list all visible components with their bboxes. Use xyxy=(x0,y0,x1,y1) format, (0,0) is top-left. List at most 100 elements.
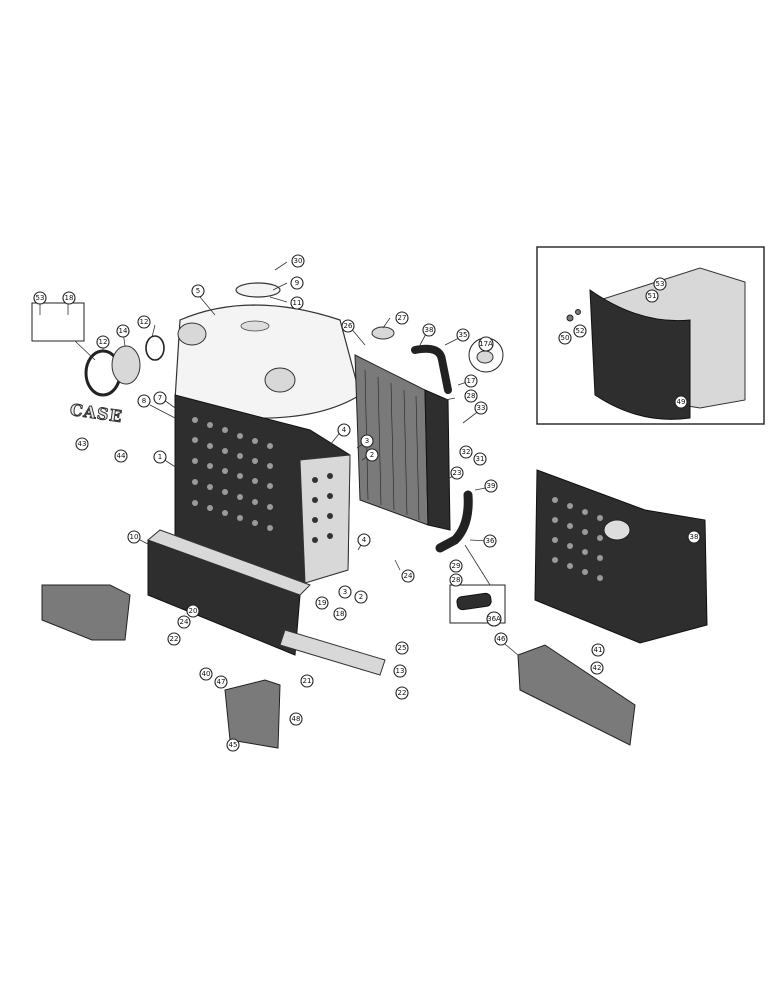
callout-36a: 36A xyxy=(486,611,502,627)
hood-filler-opening xyxy=(240,320,270,332)
callout-46: 46 xyxy=(494,632,508,646)
seal-ring xyxy=(145,335,165,361)
callout-42: 42 xyxy=(590,661,604,675)
svg-text:17A: 17A xyxy=(479,340,493,348)
callout-27: 27 xyxy=(395,311,409,325)
callout-33: 33 xyxy=(474,401,488,415)
callout-13: 13 xyxy=(393,664,407,678)
front-grille-holes xyxy=(192,417,273,531)
callout-47a: 47 xyxy=(214,675,228,689)
callout-39: 39 xyxy=(484,479,498,493)
callout-48: 48 xyxy=(289,712,303,726)
callout-44: 44 xyxy=(114,449,128,463)
case-emblem: CASE xyxy=(69,400,124,426)
svg-text:53: 53 xyxy=(36,294,45,302)
svg-text:52: 52 xyxy=(576,327,585,335)
callout-38b: 38 xyxy=(687,530,701,544)
svg-text:7: 7 xyxy=(158,394,162,402)
callout-2b: 2 xyxy=(354,590,368,604)
svg-text:46: 46 xyxy=(497,635,506,643)
svg-text:38: 38 xyxy=(425,326,434,334)
bolt-inset-frame xyxy=(31,302,85,342)
callout-11: 11 xyxy=(290,296,304,310)
svg-text:13: 13 xyxy=(396,667,405,675)
front-grille-side-holes xyxy=(312,473,333,543)
inset-frame xyxy=(536,246,765,425)
callout-52: 52 xyxy=(573,324,587,338)
svg-text:26: 26 xyxy=(344,322,353,330)
callout-14: 14 xyxy=(116,324,130,338)
svg-text:38: 38 xyxy=(690,533,699,541)
callout-29: 29 xyxy=(449,559,463,573)
svg-text:28: 28 xyxy=(467,392,476,400)
callout-20: 20 xyxy=(186,604,200,618)
callout-1: 1 xyxy=(153,450,167,464)
svg-text:23: 23 xyxy=(453,469,462,477)
svg-text:20: 20 xyxy=(189,607,198,615)
callout-9: 9 xyxy=(290,276,304,290)
inset-shroud-panel xyxy=(589,289,691,420)
svg-text:41: 41 xyxy=(594,646,603,654)
upper-hose xyxy=(411,344,452,394)
callout-4a: 4 xyxy=(337,423,351,437)
svg-text:14: 14 xyxy=(119,327,128,335)
svg-text:50: 50 xyxy=(561,334,570,342)
callout-4b: 4 xyxy=(357,533,371,547)
support-bar xyxy=(279,629,386,676)
inset-washer xyxy=(575,309,581,315)
svg-text:18: 18 xyxy=(65,294,74,302)
svg-text:18: 18 xyxy=(336,610,345,618)
callout-50: 50 xyxy=(558,331,572,345)
callout-3a: 3 xyxy=(360,434,374,448)
callout-17: 17 xyxy=(464,374,478,388)
callout-19: 19 xyxy=(315,596,329,610)
callouts: 30 9 11 5 26 27 38 35 17A 17 53 18 12 14… xyxy=(33,254,701,752)
svg-text:28: 28 xyxy=(452,576,461,584)
svg-text:12: 12 xyxy=(99,338,108,346)
callout-3b: 3 xyxy=(338,585,352,599)
lower-right-bracket xyxy=(517,644,636,746)
callout-35: 35 xyxy=(456,328,470,342)
svg-text:39: 39 xyxy=(487,482,496,490)
callout-32: 32 xyxy=(459,445,473,459)
svg-text:3: 3 xyxy=(343,588,347,596)
svg-text:30: 30 xyxy=(294,257,303,265)
radiator-cap xyxy=(371,326,395,340)
callout-22: 22 xyxy=(167,632,181,646)
callout-7: 7 xyxy=(153,391,167,405)
lower-bumper-top xyxy=(147,529,311,596)
svg-text:22: 22 xyxy=(170,635,179,643)
callout-45: 45 xyxy=(226,738,240,752)
svg-text:10: 10 xyxy=(130,533,139,541)
callout-23: 23 xyxy=(450,466,464,480)
tube-inset-frame xyxy=(449,584,506,624)
svg-text:51: 51 xyxy=(648,292,657,300)
side-panel xyxy=(534,469,708,644)
hood-headlight-left xyxy=(177,322,207,346)
callout-31: 31 xyxy=(473,452,487,466)
svg-text:4: 4 xyxy=(362,536,367,544)
callout-28b: 28 xyxy=(449,573,463,587)
callout-38a: 38 xyxy=(422,323,436,337)
side-panel-holes xyxy=(552,497,603,581)
radiator-fins xyxy=(364,369,420,521)
svg-text:42: 42 xyxy=(593,664,602,672)
callout-25: 25 xyxy=(395,641,409,655)
svg-text:4: 4 xyxy=(342,426,347,434)
callout-40a: 40 xyxy=(199,667,213,681)
callout-24: 24 xyxy=(401,569,415,583)
callout-5: 5 xyxy=(191,284,205,298)
svg-text:8: 8 xyxy=(142,397,146,405)
callout-41: 41 xyxy=(591,643,605,657)
callout-22b: 22 xyxy=(395,686,409,700)
svg-text:17: 17 xyxy=(467,377,476,385)
callout-53b: 53 xyxy=(653,277,667,291)
svg-text:35: 35 xyxy=(459,331,468,339)
callout-21: 21 xyxy=(300,674,314,688)
svg-text:29: 29 xyxy=(452,562,461,570)
lamp-lens xyxy=(111,345,141,385)
svg-text:45: 45 xyxy=(229,741,238,749)
svg-text:2: 2 xyxy=(370,451,374,459)
svg-text:27: 27 xyxy=(398,314,407,322)
